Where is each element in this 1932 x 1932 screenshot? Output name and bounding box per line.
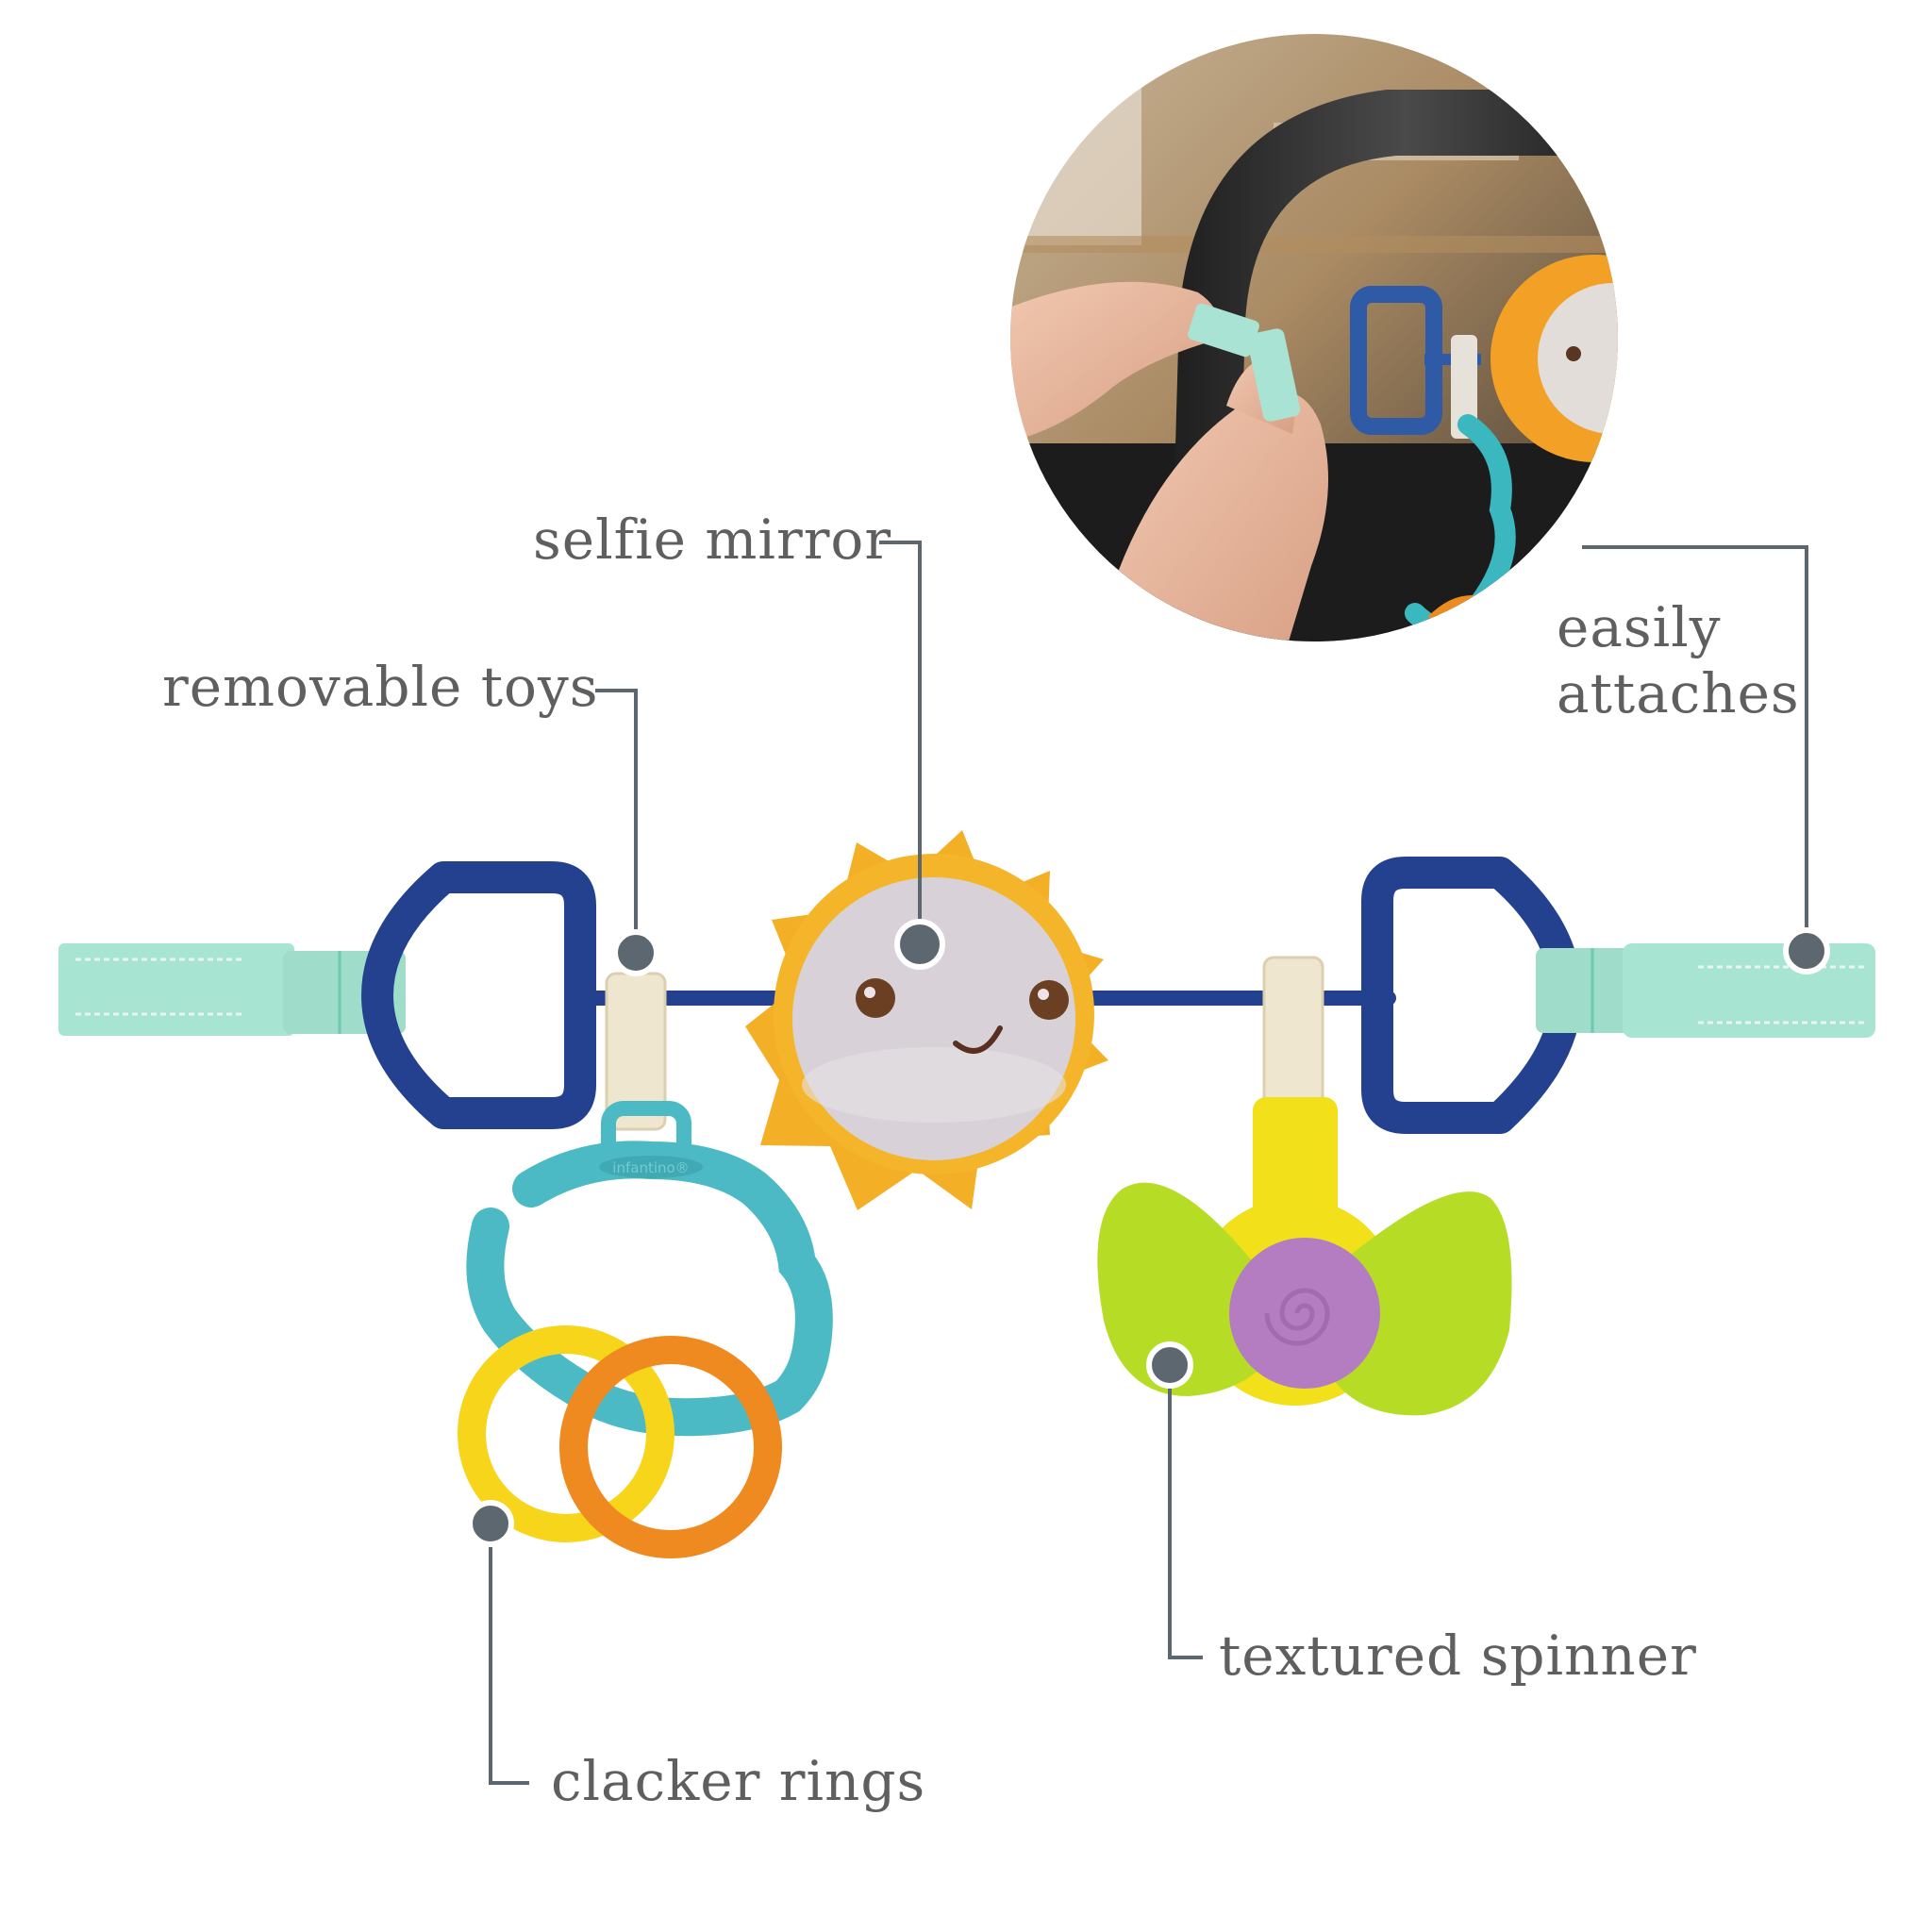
sun-smile [953,1025,1003,1054]
label-removable-toys: removable toys [162,655,599,719]
label-easily-attaches-line-1: easily [1557,595,1722,659]
callout-dots [467,919,1830,1547]
label-textured-spinner: textured spinner [1219,1624,1697,1688]
left-d-loop [361,861,596,1129]
leader-selfie-mirror [879,541,922,934]
dot-easily-attaches [1783,927,1830,974]
leader-easily-attaches [1582,545,1808,941]
orange-clacker-ring [559,1336,782,1558]
leader-lines [489,541,1808,1785]
sun-right-eye [1029,980,1069,1020]
yellow-clacker-ring [458,1325,675,1542]
brand-emboss: infantino® [612,1159,689,1176]
right-d-loop [1361,857,1582,1134]
inset-photo-content [1010,34,1618,641]
dot-clacker-rings [467,1500,514,1547]
left-strap [58,943,406,1036]
label-selfie-mirror: selfie mirror [533,508,892,572]
leader-clacker-rings [489,1533,529,1785]
dot-removable-toys [612,929,659,976]
leader-textured-spinner [1168,1373,1203,1659]
textured-spinner [1097,1097,1512,1416]
sun-left-eye [856,978,895,1018]
label-easily-attaches-line-2: attaches [1557,661,1800,725]
label-clacker-rings: clacker rings [551,1749,926,1813]
dot-selfie-mirror [894,919,945,970]
label-easily-attaches: easily attaches [1557,594,1800,726]
sun-selfie-mirror [745,830,1108,1210]
dot-textured-spinner [1146,1341,1193,1389]
leader-removable-toys [595,689,638,943]
